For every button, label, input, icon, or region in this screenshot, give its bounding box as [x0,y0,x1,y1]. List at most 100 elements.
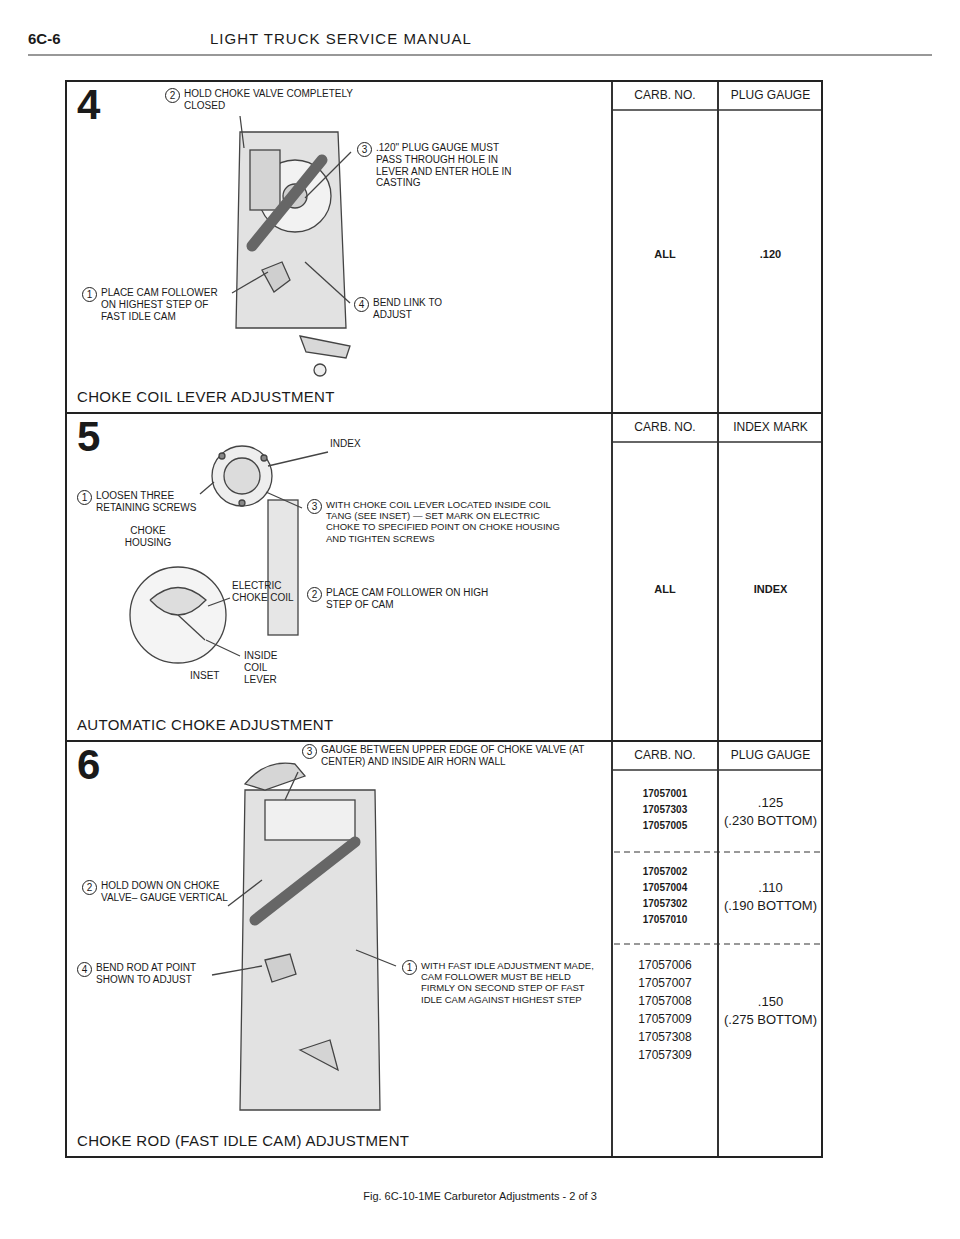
page-heading: LIGHT TRUCK SERVICE MANUAL [210,30,472,48]
drawing-stroke [268,452,328,466]
drawing-stroke [612,441,823,443]
callout-note: 1WITH FAST IDLE ADJUSTMENT MADE, CAM FOL… [402,960,606,1005]
drawing-stroke [150,588,206,616]
table-cell: ALL [612,583,718,596]
adjustment-panel: 6CHOKE ROD (FAST IDLE CAM) ADJUSTMENT 3 GA… [65,740,823,1158]
table-cell: .110 [718,880,823,896]
callout-text: BEND ROD AT POINT SHOWN TO ADJUST [96,962,216,986]
callout-number: 1 [402,960,417,975]
table-cell: 17057309 [612,1048,718,1062]
table-cell: 17057002 [612,866,718,878]
table-cell: 17057303 [612,804,718,816]
callout-note: 3 WITH CHOKE COIL LEVER LOCATED INSIDE CO… [307,499,566,544]
callout-text: HOLD DOWN ON CHOKE VALVE– GAUGE VERTICAL [101,880,231,904]
table-cell: 17057010 [612,914,718,926]
table-cell: CARB. NO. [612,88,718,102]
choke-rod-figure [212,763,396,1110]
table-cell: 17057005 [612,820,718,832]
table-cell: 17057004 [612,882,718,894]
choke-coil-lever-figure [232,116,351,376]
table-cell: CARB. NO. [612,420,718,434]
drawing-stroke [265,954,296,982]
part-label: INSIDE COIL LEVER [244,650,292,686]
table-cell: (.230 BOTTOM) [718,813,823,829]
table-cell: .125 [718,795,823,811]
table-cell: INDEX MARK [718,420,823,434]
part-label: ELECTRIC CHOKE COIL [232,580,294,604]
panel-title: AUTOMATIC CHOKE ADJUSTMENT [77,716,333,734]
table-cell: (.275 BOTTOM) [718,1012,823,1028]
table-cell: 17057001 [612,788,718,800]
drawing-stroke [236,132,346,328]
table-cell: 17057009 [612,1012,718,1026]
callout-text: PLACE CAM FOLLOWER ON HIGHEST STEP OF FA… [101,287,233,322]
table-cell: 17057007 [612,976,718,990]
drawing-stroke [612,769,823,771]
callout-number: 3 [302,744,317,759]
drawing-stroke [178,615,205,640]
callout-note: 2 HOLD CHOKE VALVE COMPLETELY CLOSED [165,88,364,112]
drawing-stroke [208,598,230,606]
callout-note: 3 GAUGE BETWEEN UPPER EDGE OF CHOKE VALVE… [302,744,591,768]
panel-number: 4 [77,82,100,128]
drawing-stroke [300,336,350,358]
callout-note: 2HOLD DOWN ON CHOKE VALVE– GAUGE VERTICA… [82,880,231,904]
callout-text: PLACE CAM FOLLOWER ON HIGH STEP OF CAM [326,587,506,611]
part-label: INSET [190,670,219,682]
table-cell: .150 [718,994,823,1010]
callout-text: WITH CHOKE COIL LEVER LOCATED INSIDE COI… [326,499,566,544]
drawing-stroke [611,80,613,1158]
figure-caption: Fig. 6C-10-1ME Carburetor Adjustments - … [0,1190,960,1203]
part-label: INDEX [330,438,361,450]
drawing-stroke [250,150,280,210]
drawing-stroke [268,500,298,635]
callout-number: 1 [77,490,92,505]
table-cell: (.190 BOTTOM) [718,898,823,914]
drawing-stroke [232,272,268,293]
drawing-stroke [200,482,214,494]
callout-note: 4BEND ROD AT POINT SHOWN TO ADJUST [77,962,216,986]
callout-note: 3.120" PLUG GAUGE MUST PASS THROUGH HOLE… [357,142,526,189]
drawing-stroke [228,880,262,906]
table-cell: PLUG GAUGE [718,88,823,102]
table-cell: INDEX [718,583,823,596]
drawing-stroke [255,842,355,920]
drawing-stroke [224,458,260,494]
drawing-stroke [612,109,823,111]
callout-text: BEND LINK TO ADJUST [373,297,463,321]
adjustment-panel: 5AUTOMATIC CHOKE ADJUSTMENT1LOOSEN THREE… [65,412,823,742]
automatic-choke-figure [130,446,328,663]
adjustment-panel: 4CHOKE COIL LEVER ADJUSTMENT 2 HOLD CHOKE … [65,80,823,414]
callout-note: 4BEND LINK TO ADJUST [354,297,463,321]
drawing-stroke [614,943,821,944]
panel-number: 6 [77,742,100,788]
drawing-stroke [28,54,932,55]
drawing-stroke [305,152,351,198]
callout-text: GAUGE BETWEEN UPPER EDGE OF CHOKE VALVE … [321,744,591,768]
panel-title: CHOKE ROD (FAST IDLE CAM) ADJUSTMENT [77,1132,409,1150]
table-cell: 17057008 [612,994,718,1008]
panel-title: CHOKE COIL LEVER ADJUSTMENT [77,388,335,406]
table-cell: 17057302 [612,898,718,910]
table-cell: ALL [612,248,718,261]
table-cell: CARB. NO. [612,748,718,762]
drawing-stroke [305,262,350,303]
table-cell: .120 [718,248,823,261]
drawing-stroke [130,567,226,663]
drawing-stroke [285,772,298,800]
drawing-stroke [300,1040,338,1070]
callout-text: .120" PLUG GAUGE MUST PASS THROUGH HOLE … [376,142,526,189]
drawing-stroke [212,446,272,506]
drawing-stroke [261,455,267,461]
drawing-stroke [219,453,225,459]
drawing-stroke [206,640,240,656]
drawing-stroke [717,80,719,1158]
callout-number: 2 [165,88,180,103]
callout-number: 3 [307,499,322,514]
callout-number: 1 [82,287,97,302]
callout-text: HOLD CHOKE VALVE COMPLETELY CLOSED [184,88,364,112]
page-rules [28,55,932,1158]
drawing-stroke [239,500,245,506]
